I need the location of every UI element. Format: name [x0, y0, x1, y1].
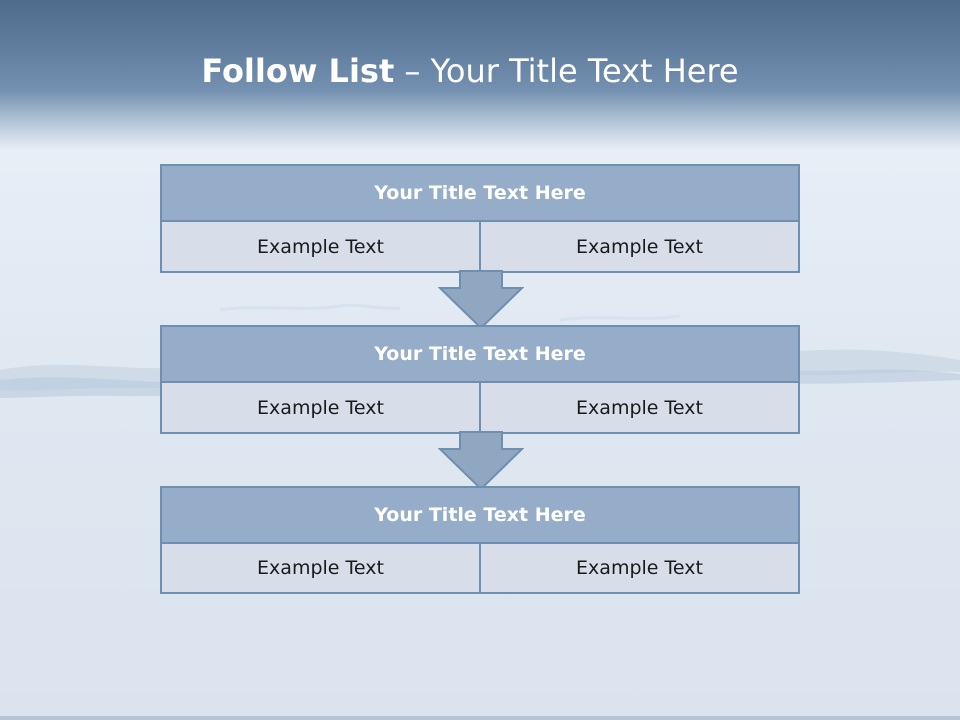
flow-block-cell-left: Example Text — [257, 235, 384, 258]
flow-block-2: Your Title Text Here Example Text Exampl… — [160, 325, 800, 434]
flow-block-cell-left: Example Text — [257, 396, 384, 419]
flow-block-title: Your Title Text Here — [162, 488, 798, 544]
down-arrow-icon — [438, 431, 524, 491]
flow-block-title: Your Title Text Here — [162, 166, 798, 222]
flow-block-cell-right: Example Text — [479, 222, 798, 271]
flow-block-title: Your Title Text Here — [162, 327, 798, 383]
down-arrow-icon — [438, 270, 524, 330]
header-band — [0, 0, 960, 150]
bottom-divider — [0, 716, 960, 720]
slide-title-rest: – Your Title Text Here — [394, 52, 739, 90]
slide-title-bold: Follow List — [201, 52, 395, 90]
flow-block-cell-left: Example Text — [257, 557, 384, 579]
flow-block-1: Your Title Text Here Example Text Exampl… — [160, 164, 800, 273]
flow-block-3: Your Title Text Here Example Text Exampl… — [160, 486, 800, 594]
flow-block-cell-right: Example Text — [479, 383, 798, 432]
slide-title: Follow List – Your Title Text Here — [0, 52, 940, 90]
flow-block-cell-right: Example Text — [479, 544, 798, 592]
